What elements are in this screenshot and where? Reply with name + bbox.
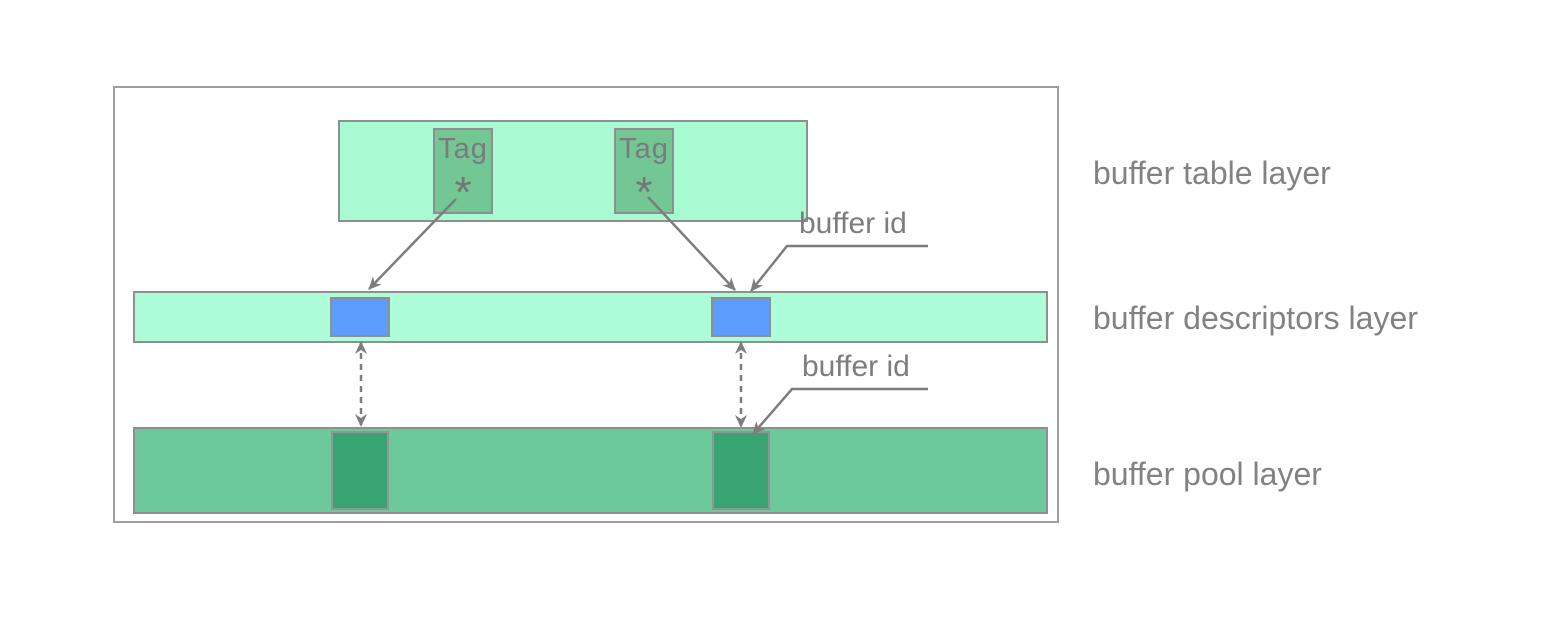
buffer-pool-layer-bar [133,427,1048,514]
tag-pointer-asterisk: * [635,168,653,217]
buffer-table-layer-bar [338,120,808,222]
pool-page-slot-1 [331,431,389,510]
descriptor-buffer-id-slot-2 [711,297,771,337]
outer-container-box [113,86,1059,523]
buffer-id-callout-label-2: buffer id [802,350,910,383]
buffer-descriptors-layer-label: buffer descriptors layer [1093,300,1418,336]
pool-page-slot-2 [712,431,770,510]
buffer-pool-layer-label: buffer pool layer [1093,456,1322,492]
tag-pointer-asterisk: * [454,168,472,217]
tag-label: Tag [619,133,669,165]
buffer-id-callout-line-1 [750,244,928,292]
descriptor-buffer-id-slot-1 [330,297,390,337]
tag-box-2: Tag * [614,128,674,217]
tag-label: Tag [438,133,488,165]
buffer-descriptors-layer-bar [133,291,1048,343]
buffer-id-callout-label-1: buffer id [799,207,907,240]
tag1-to-descriptor1-arrow [368,198,457,290]
buffer-table-layer-label: buffer table layer [1093,155,1331,191]
buffer-id-callout-line-2 [752,387,928,435]
tag2-to-descriptor2-arrow [647,196,736,291]
tag-box-1: Tag * [433,128,493,217]
